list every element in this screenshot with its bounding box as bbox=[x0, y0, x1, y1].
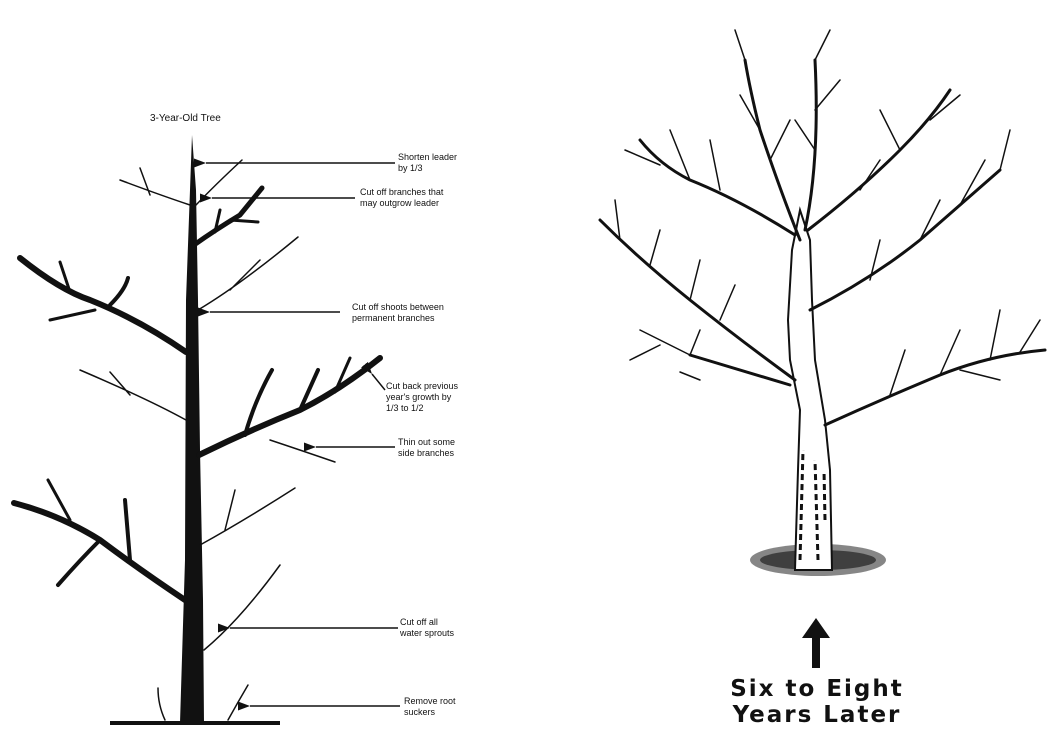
annotation-line: water sprouts bbox=[400, 628, 454, 639]
shoot-thin-side bbox=[270, 440, 335, 462]
mature-limb-left-low bbox=[690, 355, 790, 385]
mature-limb-right-low bbox=[825, 350, 1045, 425]
root-sucker-right bbox=[228, 685, 248, 720]
annotation-water-sprouts: Cut off all water sprouts bbox=[400, 617, 454, 639]
mature-limb-center bbox=[745, 60, 800, 240]
shoot-between bbox=[198, 237, 298, 310]
annotation-root-suckers: Remove root suckers bbox=[404, 696, 456, 718]
branch-lower-left-twig bbox=[58, 540, 100, 585]
mature-limb-top-left bbox=[640, 140, 795, 235]
annotation-cut-shoots: Cut off shoots between permanent branche… bbox=[352, 302, 444, 324]
annotation-line: Cut off all bbox=[400, 617, 454, 628]
arrow-cut-back bbox=[372, 374, 385, 390]
branch-left-scaffold bbox=[20, 258, 186, 352]
caption-line-2: Years Later bbox=[712, 702, 922, 728]
mature-tree-caption: Six to Eight Years Later bbox=[712, 676, 922, 728]
shoot-mid-left bbox=[80, 370, 186, 420]
mature-limb-right bbox=[810, 170, 1000, 310]
annotation-cut-back: Cut back previous year's growth by 1/3 t… bbox=[386, 381, 458, 414]
young-tree-title: 3-Year-Old Tree bbox=[150, 113, 221, 124]
annotation-line: Cut off shoots between bbox=[352, 302, 444, 313]
annotation-line: side branches bbox=[398, 448, 455, 459]
branch-upper-right-twig bbox=[230, 220, 258, 222]
young-trunk bbox=[180, 135, 204, 723]
mature-limb-top-right bbox=[808, 90, 950, 230]
shoot-lower-right bbox=[200, 488, 295, 545]
shoot-water-sprout bbox=[204, 565, 280, 650]
annotation-line: by 1/3 bbox=[398, 163, 457, 174]
root-sucker-left bbox=[158, 688, 165, 720]
annotation-line: suckers bbox=[404, 707, 456, 718]
mature-limb-center-right bbox=[805, 60, 816, 230]
annotation-line: year's growth by bbox=[386, 392, 458, 403]
branch-lower-left-twig2 bbox=[125, 500, 130, 560]
branch-right-scaffold bbox=[199, 358, 380, 455]
branch-left-scaffold-twig3 bbox=[50, 310, 95, 320]
mature-tree-illustration bbox=[600, 30, 1045, 668]
caption-line-1: Six to Eight bbox=[712, 676, 922, 702]
annotation-line: 1/3 to 1/2 bbox=[386, 403, 458, 414]
branch-lower-left bbox=[14, 503, 185, 600]
up-arrow-icon bbox=[802, 618, 830, 668]
annotation-line: Shorten leader bbox=[398, 152, 457, 163]
annotation-cut-outgrow: Cut off branches that may outgrow leader bbox=[360, 187, 443, 209]
annotation-line: Cut off branches that bbox=[360, 187, 443, 198]
branch-left-scaffold-twig bbox=[110, 278, 128, 305]
annotation-line: Remove root bbox=[404, 696, 456, 707]
annotation-line: permanent branches bbox=[352, 313, 444, 324]
annotation-line: may outgrow leader bbox=[360, 198, 443, 209]
annotation-line: Thin out some bbox=[398, 437, 455, 448]
annotation-shorten-leader: Shorten leader by 1/3 bbox=[398, 152, 457, 174]
annotation-thin-out: Thin out some side branches bbox=[398, 437, 455, 459]
shoot-top-left bbox=[120, 168, 190, 205]
annotation-line: Cut back previous bbox=[386, 381, 458, 392]
young-tree-illustration bbox=[14, 135, 400, 725]
